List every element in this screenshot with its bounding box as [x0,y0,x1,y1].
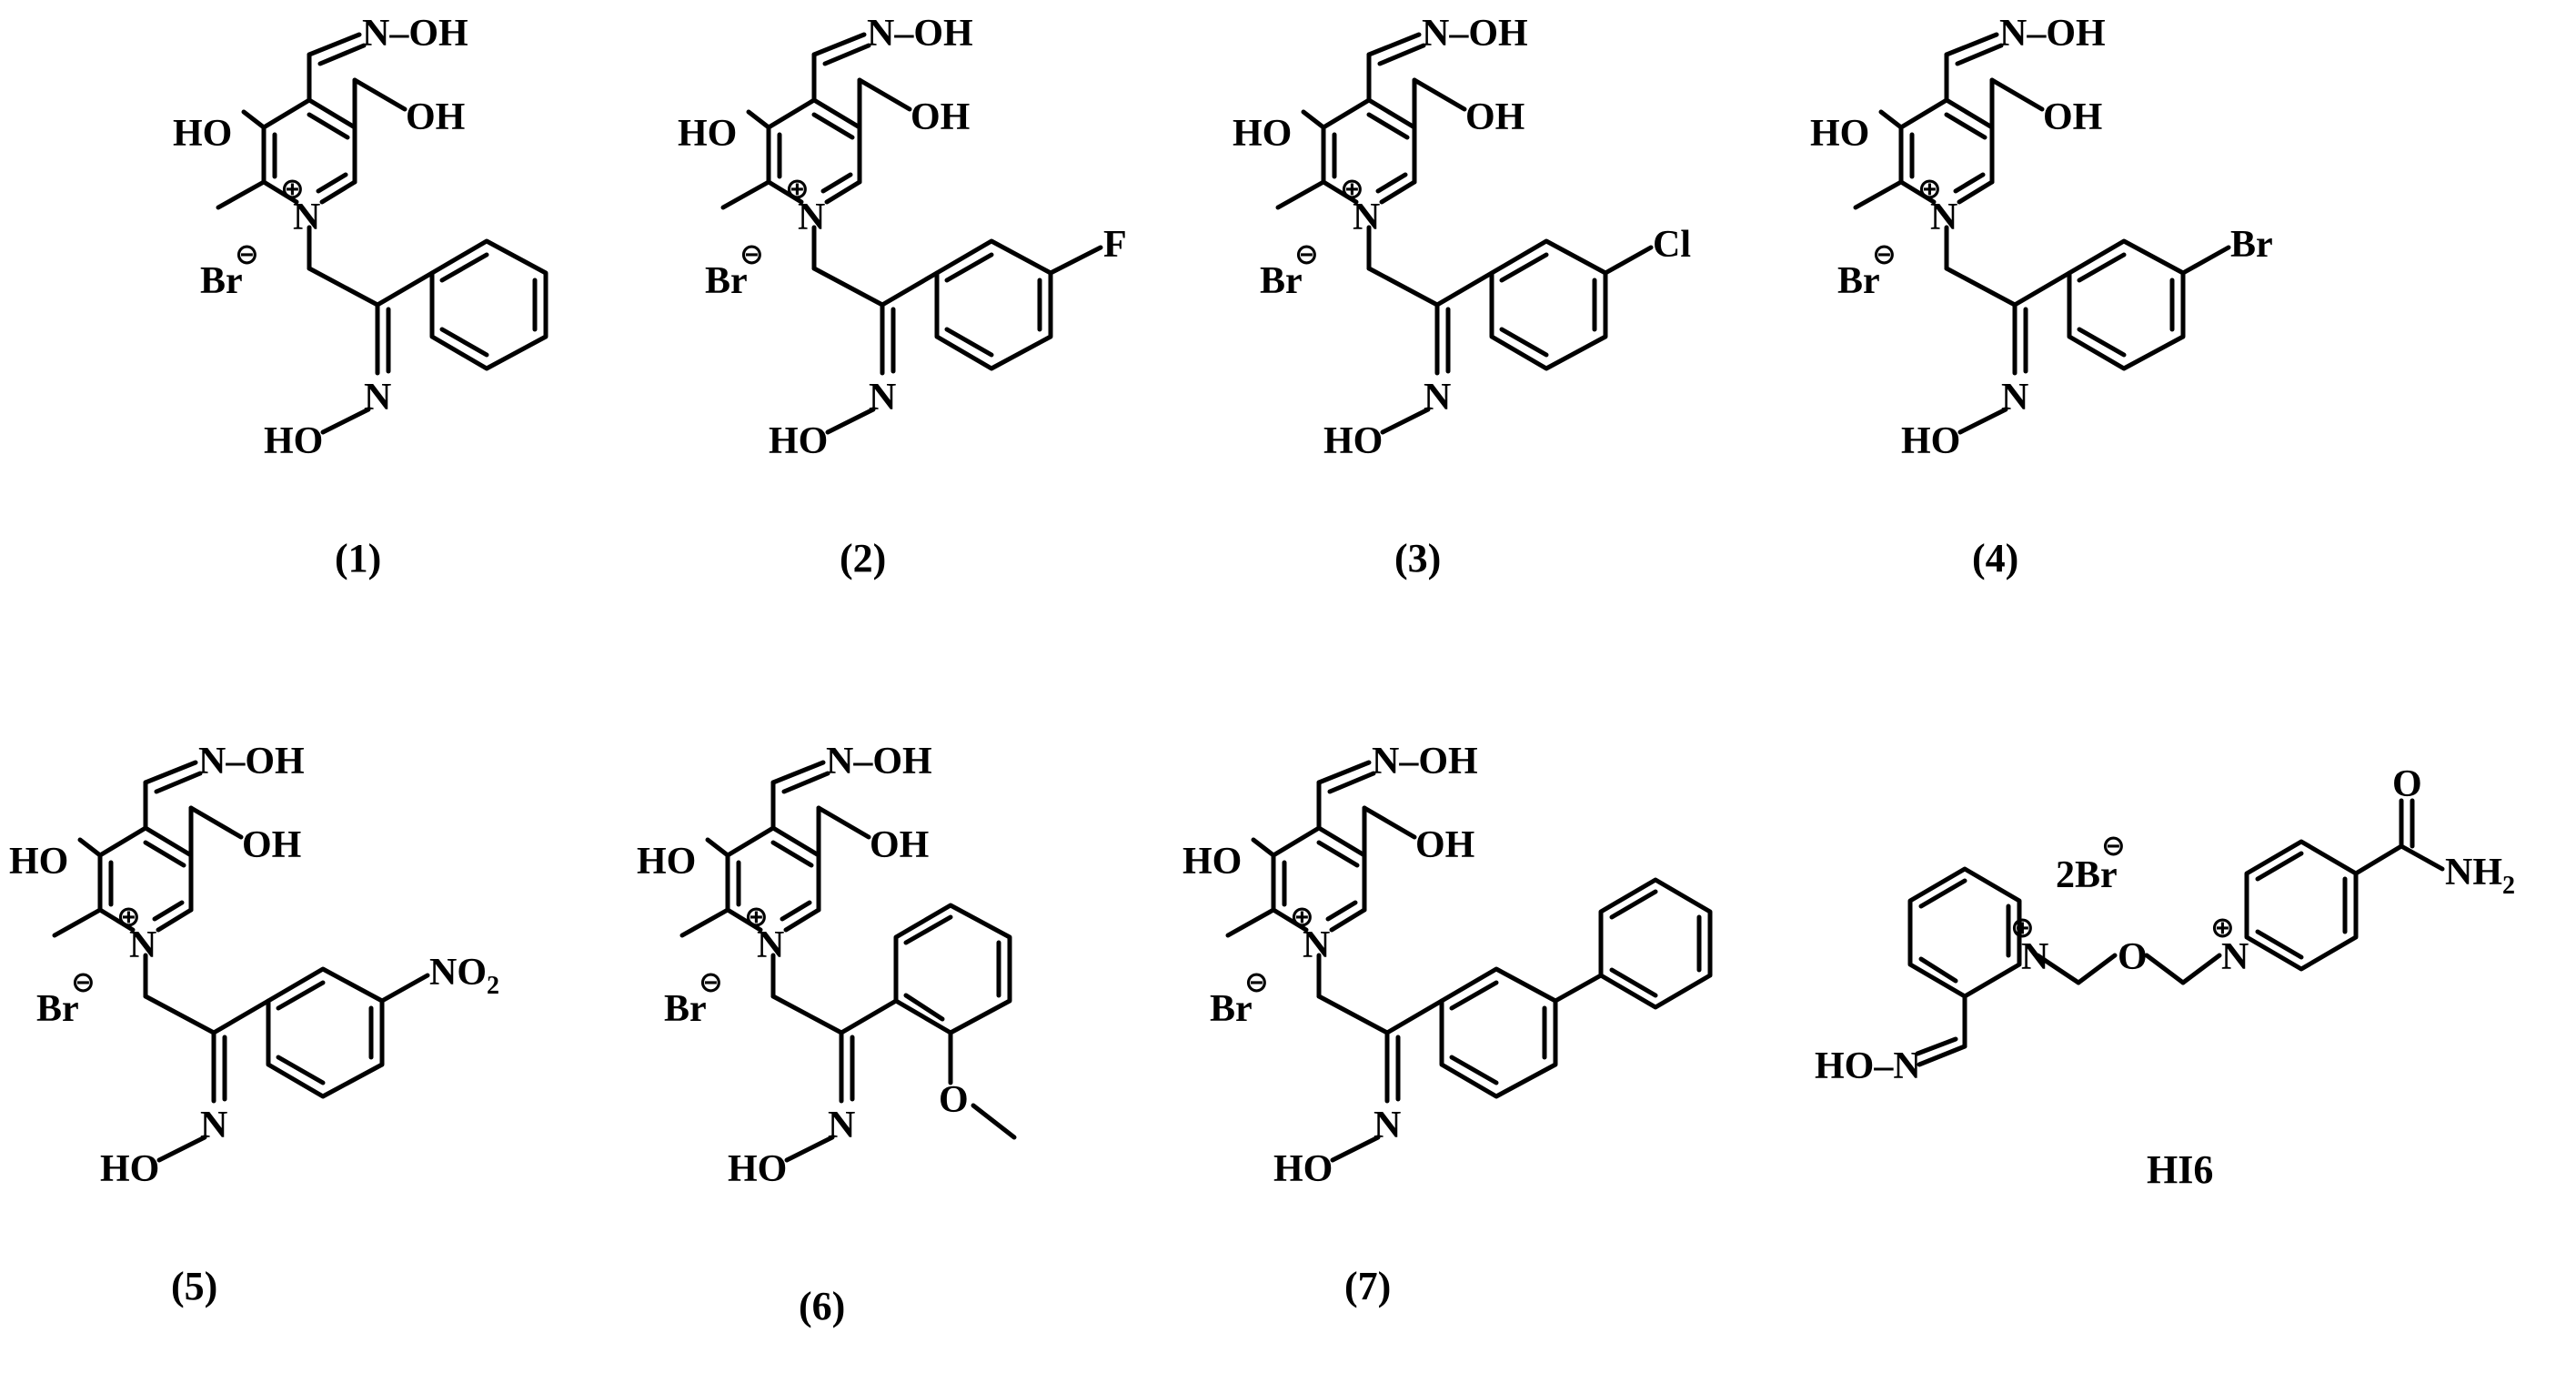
minus-charge: ⊖ [699,964,723,999]
pyridinium-n-label: N [1353,197,1380,238]
plus-charge: ⊕ [1290,899,1314,934]
bromide-label: Br [36,988,79,1030]
compound-6: N–OH HO OH N ⊕ Br ⊖ O N HO (6) [637,741,1017,1328]
hydroxy-label: HO [1182,841,1242,883]
counterion-label: 2Br [2056,854,2118,896]
methoxy-o-label: O [939,1079,969,1121]
oxime-ho-label: HO [264,420,323,462]
hydroxymethyl-label: OH [911,96,970,138]
bromo-label: Br [2230,224,2273,266]
hi6-oxime-label: HO–N [1815,1045,1921,1087]
plus-charge: ⊕ [280,171,305,206]
hydroxymethyl-label: OH [1465,96,1524,138]
hydroxymethyl-label: OH [1415,824,1474,866]
oxime-label: N–OH [1372,741,1478,782]
bromide-label: Br [1210,988,1253,1030]
minus-charge: ⊖ [71,964,96,999]
oxime-n-label: N [1374,1105,1401,1146]
compound-label: (4) [1972,536,2018,580]
oxime-ho-label: HO [1323,420,1383,462]
nitro-label: NO2 [429,952,499,1000]
bromide-label: Br [664,988,707,1030]
oxime-label: N–OH [198,741,305,782]
oxime-ho-label: HO [100,1148,159,1190]
ether-o-label: O [2118,936,2148,978]
plus-charge: ⊕ [1340,171,1364,206]
oxime-n-label: N [869,377,896,419]
compound-2: N–OH HO OH N ⊕ Br ⊖ F N HO (2) [678,13,1127,580]
bromide-label: Br [200,260,243,302]
pyridinium-n-label: N [129,924,156,966]
oxime-ho-label: HO [769,420,828,462]
compound-label: (1) [335,536,381,580]
plus-charge: ⊕ [1917,171,1942,206]
hydroxy-label: HO [9,841,68,883]
amide-o-label: O [2392,763,2422,805]
compound-label: (3) [1394,536,1441,580]
pyridinium-n-label: N [293,197,320,238]
compound-label: HI6 [2147,1147,2213,1192]
hydroxy-label: HO [1810,113,1869,155]
compound-4: N–OH HO OH N ⊕ Br ⊖ Br N HO (4) [1810,13,2273,580]
hydroxymethyl-label: OH [406,96,465,138]
oxime-ho-label: HO [728,1148,787,1190]
plus-charge: ⊕ [116,899,141,934]
hydroxymethyl-label: OH [242,824,301,866]
hydroxymethyl-label: OH [870,824,929,866]
oxime-label: N–OH [826,741,932,782]
oxime-n-label: N [1424,377,1451,419]
bromide-label: Br [705,260,748,302]
bromide-label: Br [1260,260,1303,302]
hydroxy-label: HO [637,841,696,883]
oxime-label: N–OH [362,13,468,55]
compound-1: N–OH HO OH N ⊕ Br ⊖ N HO (1) [173,13,548,580]
compound-5: N–OH HO OH N ⊕ Br ⊖ NO2 N HO (5) [9,741,499,1308]
oxime-ho-label: HO [1901,420,1960,462]
compound-label: (7) [1344,1264,1391,1308]
minus-charge: ⊖ [235,237,259,271]
oxime-n-label: N [200,1105,227,1146]
oxime-label: N–OH [1999,13,2106,55]
right-n-label: N [2221,936,2249,978]
pyridinium-n-label: N [757,924,784,966]
plus-charge-right: ⊕ [2210,910,2235,944]
compound-3: N–OH HO OH N ⊕ Br ⊖ Cl N HO (3) [1233,13,1691,580]
hydroxymethyl-label: OH [2043,96,2102,138]
hydroxy-label: HO [678,113,737,155]
compound-label: (6) [799,1284,845,1328]
minus-charge: ⊖ [740,237,764,271]
oxime-label: N–OH [1422,13,1528,55]
compound-hi6: O NH2 2Br ⊖ N ⊕ O N ⊕ HO–N HI6 [1815,763,2515,1192]
pyridinium-n-label: N [1930,197,1957,238]
compound-label: (5) [171,1264,217,1308]
pyridinium-n-label: N [798,197,825,238]
left-n-label: N [2021,936,2048,978]
chloro-label: Cl [1653,224,1691,266]
oxime-ho-label: HO [1273,1148,1333,1190]
fluoro-label: F [1103,224,1127,266]
hydroxy-label: HO [173,113,232,155]
oxime-n-label: N [364,377,391,419]
minus-charge: ⊖ [1244,964,1269,999]
pyridinium-n-label: N [1303,924,1330,966]
hydroxy-label: HO [1233,113,1292,155]
bromide-label: Br [1837,260,1880,302]
oxime-n-label: N [2001,377,2028,419]
plus-charge-left: ⊕ [2010,910,2035,944]
compound-7: N–OH HO OH N ⊕ Br ⊖ N HO (7) [1182,741,1713,1308]
compound-label: (2) [840,536,886,580]
oxime-n-label: N [828,1105,855,1146]
plus-charge: ⊕ [785,171,810,206]
minus-charge: ⊖ [1294,237,1319,271]
oxime-label: N–OH [867,13,973,55]
minus-charge: ⊖ [2101,828,2126,863]
minus-charge: ⊖ [1872,237,1897,271]
amide-nh2-label: NH2 [2445,852,2515,900]
plus-charge: ⊕ [744,899,769,934]
